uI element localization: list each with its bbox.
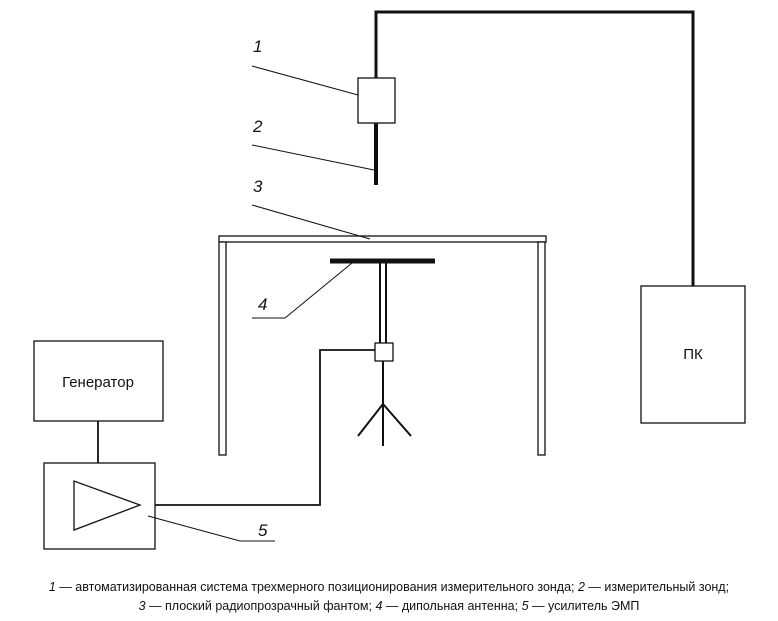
caption-text-5: — усилитель ЭМП xyxy=(528,599,640,613)
table-leg-right xyxy=(537,241,546,456)
callout-1-leader xyxy=(251,65,359,96)
caption-line-2: 3 — плоский радиопрозрачный фантом; 4 — … xyxy=(0,597,778,616)
amplifier-triangle-icon xyxy=(73,480,142,531)
caption-num-5: 5 xyxy=(521,599,529,613)
callout-1: 1 xyxy=(253,37,262,56)
callout-5-leader xyxy=(147,515,275,542)
caption-text-1: — автоматизированная система трехмерного… xyxy=(55,580,578,594)
caption-text-2: — измерительный зонд; xyxy=(584,580,730,594)
callout-4-leader xyxy=(252,262,353,319)
callout-2-leader xyxy=(251,144,375,171)
antenna-connector xyxy=(374,342,394,362)
caption-num-2: 2 xyxy=(578,580,585,594)
amplifier-to-antenna-cable xyxy=(155,349,375,506)
callout-5: 5 xyxy=(258,521,268,540)
callout-2: 2 xyxy=(252,117,263,136)
caption-text-4: — дипольная антенна; xyxy=(382,599,522,613)
pc-label: ПК xyxy=(683,346,703,363)
positioner-to-pc-cable xyxy=(374,10,695,286)
figure-caption: 1 — автоматизированная система трехмерно… xyxy=(0,578,778,616)
pc-block xyxy=(640,285,746,424)
measurement-setup-diagram: Генератор ПК 1 2 3 4 5 xyxy=(33,10,746,550)
positioning-system-block xyxy=(357,77,396,124)
callout-4: 4 xyxy=(258,295,267,314)
caption-num-3: 3 xyxy=(138,599,146,613)
generator-label: Генератор xyxy=(62,374,134,391)
table-leg-left xyxy=(218,241,227,456)
caption-num-4: 4 xyxy=(375,599,383,613)
caption-line-1: 1 — автоматизированная система трехмерно… xyxy=(0,578,778,597)
callout-3-leader xyxy=(251,204,371,240)
callout-3: 3 xyxy=(253,177,263,196)
caption-num-1: 1 xyxy=(48,580,56,594)
caption-text-3: — плоский радиопрозрачный фантом; xyxy=(145,599,376,613)
tripod-leg-right xyxy=(382,403,412,437)
flat-phantom-plate xyxy=(218,235,547,243)
tripod-leg-left xyxy=(357,403,384,437)
